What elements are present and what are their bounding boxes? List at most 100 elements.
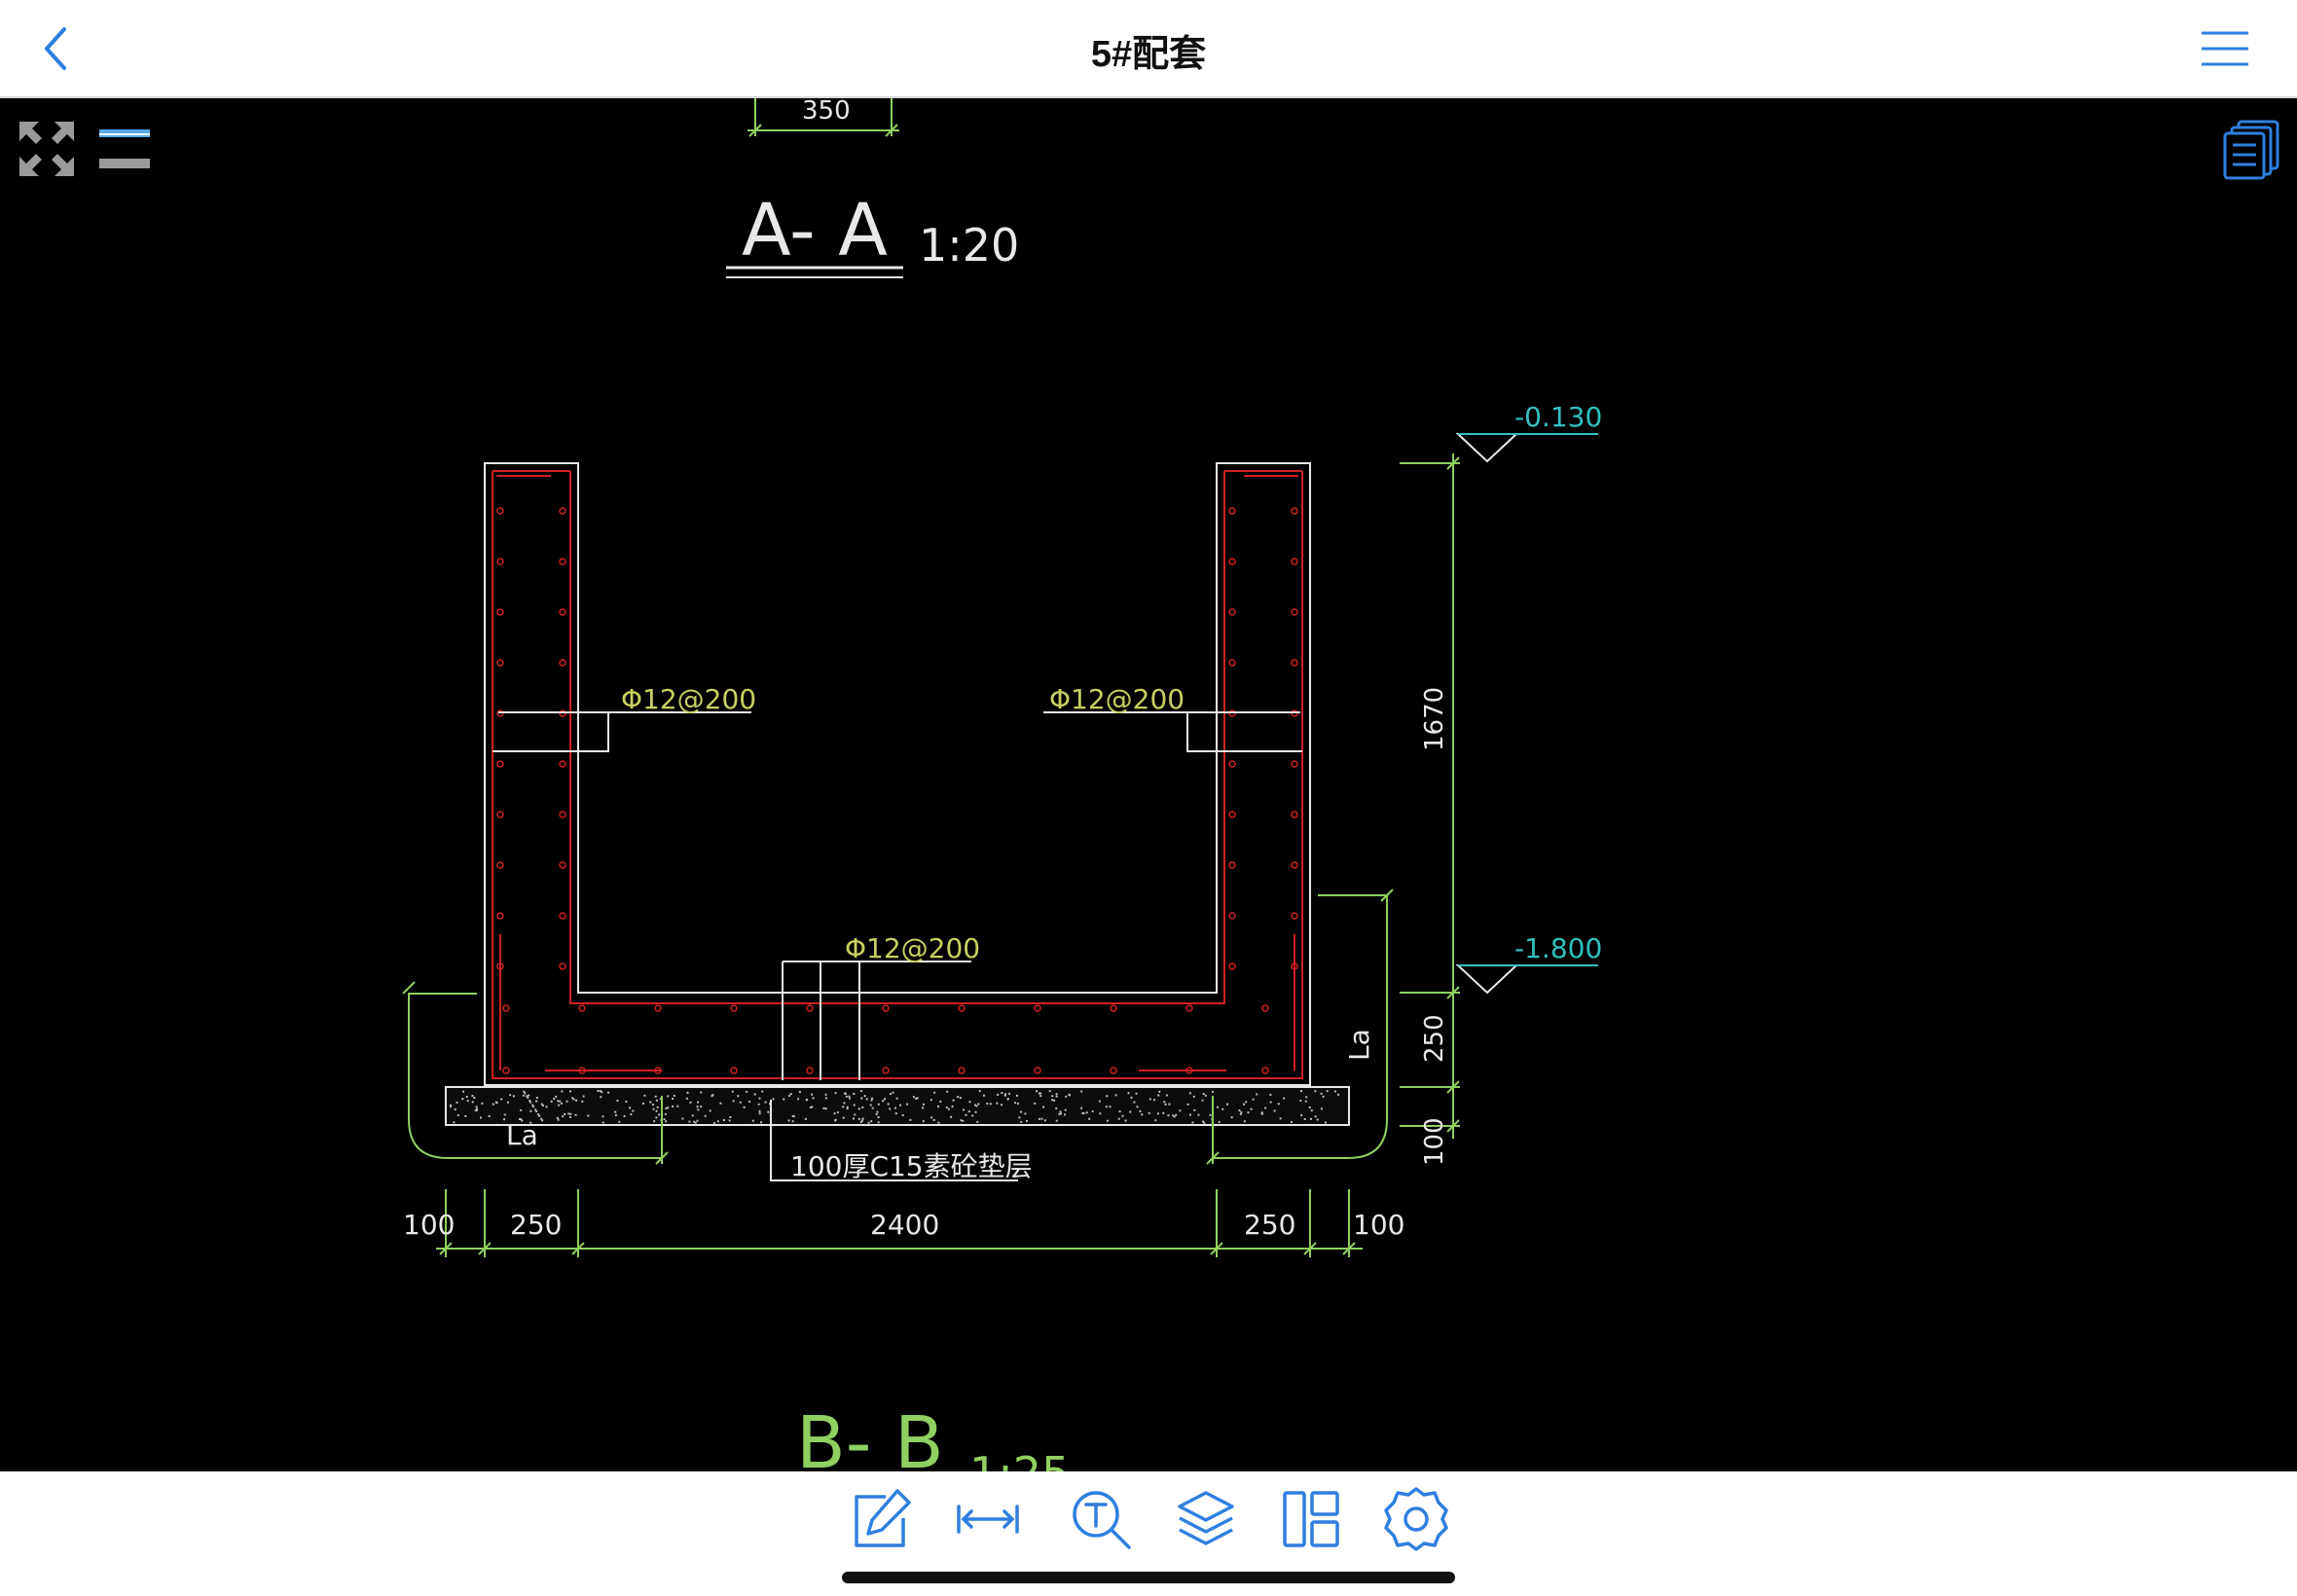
fullscreen-button[interactable] [16,118,78,180]
hatch-speck [965,1113,967,1116]
rebar-dot [654,1067,662,1074]
menu-button[interactable] [2198,25,2252,72]
hatch-speck [895,1097,898,1100]
elevation-markers [1455,433,1598,995]
hatch-speck [1273,1109,1276,1112]
hatch-speck [1193,1108,1196,1111]
hatch-speck [512,1095,515,1098]
hatch-speck [480,1116,483,1119]
hatch-speck [689,1101,692,1104]
hatch-speck [581,1100,584,1103]
hatch-speck [922,1120,925,1123]
hatch-speck [824,1097,827,1100]
text-search-button[interactable] [1067,1485,1135,1553]
hatch-speck [462,1090,465,1093]
cushion-note: 100厚C15素砼垫层 [790,1150,1033,1182]
settings-button[interactable] [1382,1485,1450,1553]
hatch-speck [540,1117,543,1120]
hatch-speck [697,1101,700,1104]
hatch-speck [481,1102,484,1105]
rebar-dot [1110,1067,1117,1074]
hatch-speck [922,1106,925,1109]
hatch-speck [528,1094,530,1097]
hatch-speck [1202,1093,1205,1096]
hatch-speck [693,1120,696,1123]
line-toggle-button[interactable] [97,124,152,174]
rebar-dot [559,558,566,565]
hatch-speck [747,1101,750,1104]
hatch-speck [503,1113,506,1116]
hatch-speck [614,1110,617,1113]
hatch-speck [1240,1110,1243,1113]
hatch-speck [728,1119,731,1122]
rebar-dot [496,760,504,768]
hatch-speck [599,1090,602,1093]
hatch-speck [789,1092,792,1095]
rebar-dot [559,608,566,616]
hatch-speck [757,1103,760,1106]
hatch-speck [743,1106,746,1108]
hatch-speck [454,1108,456,1111]
layout-panel-button[interactable] [1277,1485,1345,1553]
text-search-icon [1073,1491,1131,1549]
drawing-canvas[interactable]: 350 A- A 1:20 [0,98,2297,1471]
hatch-speck [1014,1102,1017,1105]
hatch-speck [848,1095,851,1098]
hatch-speck [1135,1092,1138,1095]
top-bar: 5#配套 [0,0,2297,98]
hatch-speck [1051,1099,1054,1102]
hatch-speck [534,1108,537,1111]
elevation-top-label: -0.130 [1514,401,1602,433]
layers-button[interactable] [1172,1485,1240,1553]
hatch-speck [1058,1112,1061,1115]
hatch-speck [574,1113,577,1116]
hatch-speck [529,1101,532,1104]
hatch-speck [663,1118,666,1121]
cad-drawing[interactable]: 350 A- A 1:20 [0,98,2297,1471]
layouts-button[interactable] [2221,118,2281,180]
hatch-speck [560,1102,563,1105]
hatch-speck [1020,1110,1023,1113]
hatch-speck [1139,1109,1142,1112]
hatch-speck [1324,1121,1327,1124]
hatch-speck [968,1101,971,1104]
hatch-speck [556,1116,559,1119]
hatch-speck [711,1094,714,1097]
hatch-speck [845,1095,848,1098]
rebar-dot [559,811,566,818]
hatch-speck [967,1110,970,1113]
hatch-speck [1006,1098,1009,1101]
hatch-speck [1221,1107,1224,1110]
hatch-speck [792,1115,795,1118]
hatch-speck [1043,1119,1046,1122]
hatch-speck [632,1109,635,1112]
rebar-dot [496,507,504,515]
dim-cushion-label: 100 [1420,1117,1449,1166]
rebar-dot [496,962,504,970]
rebar-dot [1291,608,1298,616]
rebar-dot [1228,507,1236,515]
rebar-dot [1228,912,1236,920]
measure-button[interactable] [954,1485,1022,1553]
hatch-speck [1148,1111,1150,1114]
hatch-speck [709,1109,711,1112]
dim-bottom-3: 250 [1244,1209,1295,1241]
back-button[interactable] [29,19,88,78]
hatch-speck [916,1097,919,1100]
hatch-speck [697,1108,700,1111]
hatch-speck [758,1109,761,1112]
hatch-speck [875,1112,878,1115]
hatch-speck [557,1100,560,1103]
hatch-speck [1304,1100,1307,1103]
hatch-speck [932,1118,935,1121]
annotate-button[interactable] [847,1485,915,1553]
section-aa-scale: 1:20 [919,219,1019,272]
hatch-speck [1003,1094,1006,1097]
hatch-speck [939,1100,942,1103]
hatch-speck [1247,1111,1250,1114]
hatch-speck [1314,1115,1317,1118]
hatch-speck [696,1119,699,1122]
rebar-dot [1261,1067,1269,1074]
hatch-speck [659,1098,662,1101]
hatch-speck [1117,1117,1120,1120]
